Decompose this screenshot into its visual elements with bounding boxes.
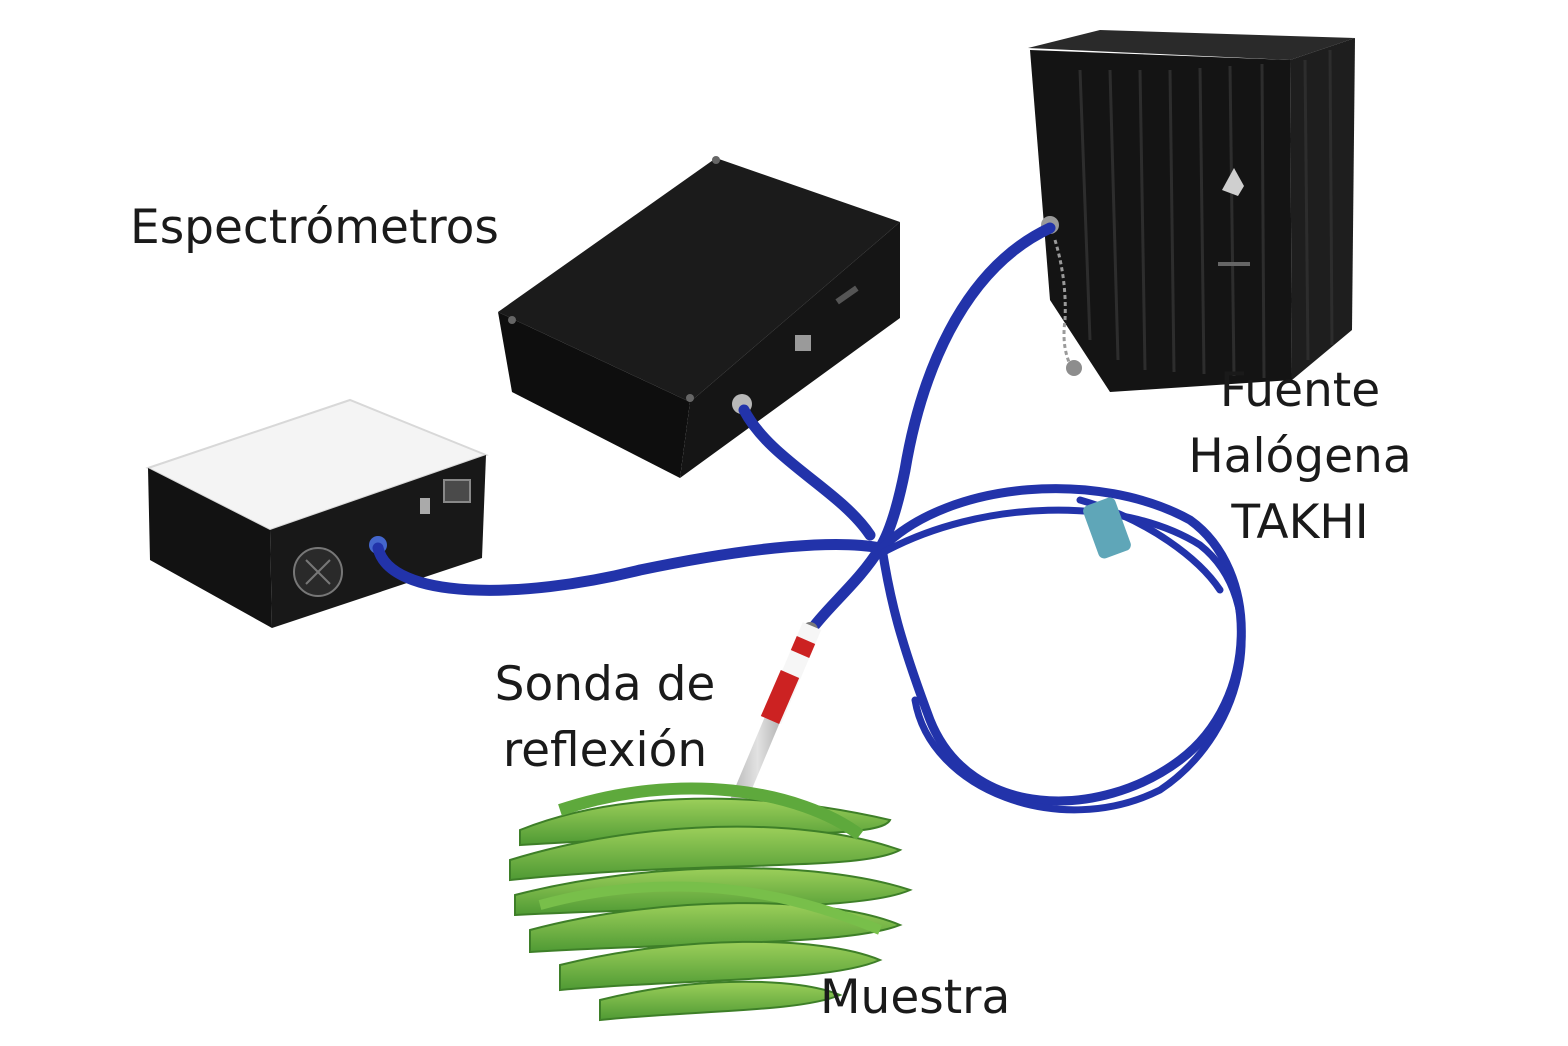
probe-label-line2: reflexión [502,723,708,778]
source-label-line1: Fuente [1219,363,1381,418]
reflection-probe-label: Sonda de reflexión [470,652,740,784]
probe-label-line1: Sonda de [494,657,716,712]
green-beans-sample [509,782,913,1022]
spectrometers-label: Espectrómetros [130,198,499,258]
source-label-line3: TAKHI [1231,495,1369,550]
sample-label-text: Muestra [820,970,1011,1025]
spectrometer-small-device [145,398,489,628]
takhi-logo [1222,168,1244,196]
fiber-cable-bundle [372,222,1246,814]
halogen-source-device [1028,30,1355,392]
source-label-line2: Halógena [1188,429,1412,484]
fiber-splitter [1083,497,1131,559]
spectrometers-label-text: Espectrómetros [130,200,499,255]
spectrometer-large-device [498,156,900,478]
sample-label: Muestra [820,968,1010,1028]
halogen-source-label: Fuente Halógena TAKHI [1180,358,1420,556]
